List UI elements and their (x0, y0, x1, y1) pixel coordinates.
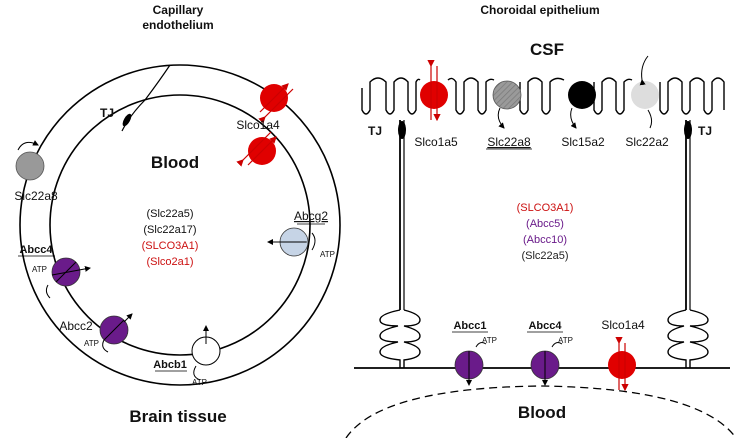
apical-microvilli-membrane (361, 77, 725, 115)
apical-slc22a8: Slc22a8 (486, 80, 532, 150)
abcc4-left-label: Abcc4 (19, 244, 53, 256)
slco1a5-label: Slco1a5 (414, 135, 458, 149)
abcb1-label: Abcb1 (153, 359, 187, 371)
slc22a8-right-circle (492, 80, 522, 110)
basal-abcc4: Abcc4 ATP (527, 320, 573, 386)
apical-slco1a5: Slco1a5 (414, 60, 458, 149)
capillary-inner-membrane (49, 94, 311, 356)
abcc2-label: Abcc2 (59, 319, 93, 333)
slco1a4-label: Slco1a4 (236, 118, 280, 132)
slc22a8-left-label: Slc22a8 (14, 189, 58, 203)
slco1a4-right-label: Slco1a4 (601, 318, 645, 332)
apical-slc15a2: Slc15a2 (561, 81, 605, 149)
left-blood-label: Blood (151, 153, 199, 172)
capillary-outer-membrane (19, 64, 341, 386)
right-list-item-1: (SLCO3A1) (517, 202, 574, 214)
abcc2-transporter: Abcc2 ATP (59, 313, 133, 353)
abcc4-left-transporter: Abcc4 ATP (18, 244, 91, 299)
left-list-item-2: (Slc22a17) (143, 224, 196, 236)
abcb1-transporter: Abcb1 ATP (153, 325, 221, 387)
right-tj-left-marker (398, 121, 406, 139)
abcg2-transporter: Abcg2 ATP (267, 209, 335, 259)
abcc4-right-label: Abcc4 (528, 320, 562, 332)
slc22a8-left-transporter: Slc22a8 (14, 140, 58, 203)
brain-tissue-label: Brain tissue (129, 407, 226, 426)
left-basal-fold (379, 309, 401, 368)
left-title-line2: endothelium (142, 18, 213, 32)
right-list-item-3: (Abcc10) (523, 234, 567, 246)
right-basal-fold (667, 309, 687, 368)
slc22a2-label: Slc22a2 (625, 135, 669, 149)
left-title-line1: Capillary (153, 3, 204, 17)
abcc4-right-atp: ATP (558, 336, 573, 345)
basal-abcc1: Abcc1 ATP (452, 320, 497, 386)
apical-slc22a2: Slc22a2 (625, 55, 669, 149)
right-center-list: (SLCO3A1) (Abcc5) (Abcc10) (Slc22a5) (517, 202, 574, 262)
abcc4-left-atp: ATP (32, 265, 47, 274)
abcc1-label: Abcc1 (453, 320, 486, 332)
slco1a4-transporter: Slco1a4 (236, 83, 294, 167)
slc15a2-circle (568, 81, 596, 109)
right-tj-right-label: TJ (698, 124, 712, 138)
right-list-item-4: (Slc22a5) (521, 250, 568, 262)
left-panel: Capillary endothelium TJ Blood (Slc22a5)… (14, 3, 341, 426)
abcb1-atp: ATP (192, 378, 207, 387)
abcc2-atp: ATP (84, 339, 99, 348)
abcc1-atp: ATP (482, 336, 497, 345)
slc22a8-left-circle (15, 151, 45, 181)
slco1a5-circle (420, 81, 448, 109)
right-tj-left-label: TJ (368, 124, 382, 138)
csf-label: CSF (530, 40, 564, 59)
right-tj-right-marker (684, 121, 692, 139)
left-center-list: (Slc22a5) (Slc22a17) (SLCO3A1) (Slco2a1) (142, 208, 199, 268)
slc22a2-circle (631, 81, 659, 109)
basal-slco1a4: Slco1a4 (601, 318, 645, 392)
left-tj-label: TJ (100, 106, 114, 120)
abcg2-label: Abcg2 (294, 209, 328, 223)
slco1a4-right-circle (608, 351, 636, 379)
right-list-item-2: (Abcc5) (526, 218, 564, 230)
right-title: Choroidal epithelium (480, 3, 599, 17)
right-blood-label: Blood (518, 403, 566, 422)
abcg2-atp: ATP (320, 250, 335, 259)
left-list-item-1: (Slc22a5) (146, 208, 193, 220)
right-panel: Choroidal epithelium CSF TJ TJ Slco1a5 (345, 3, 737, 438)
blood-vessel-outline (345, 385, 737, 438)
left-list-item-3: (SLCO3A1) (142, 240, 199, 252)
left-list-item-4: (Slco2a1) (146, 256, 193, 268)
tj-marker (122, 113, 132, 127)
slc15a2-label: Slc15a2 (561, 135, 605, 149)
slc22a8-right-label: Slc22a8 (487, 135, 531, 149)
